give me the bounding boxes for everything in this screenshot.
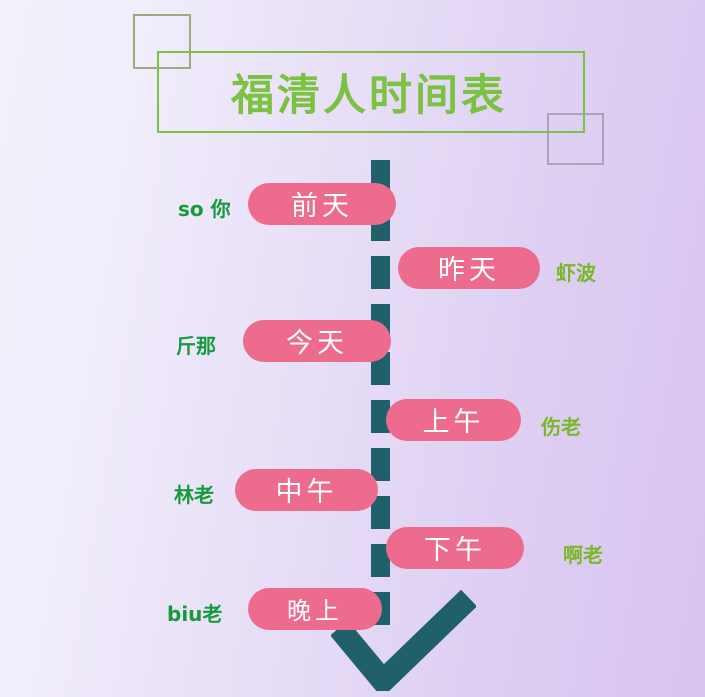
timeline-side-label-left: 林老 bbox=[174, 483, 214, 507]
timeline-check-arrow bbox=[331, 589, 476, 691]
timeline-side-label-right: 伤老 bbox=[541, 415, 581, 439]
timeline-spine bbox=[371, 160, 390, 635]
timeline-side-label-left: biu老 bbox=[167, 602, 223, 626]
timeline-pill[interactable]: 晚上 bbox=[248, 588, 382, 630]
timeline-side-label-right: 啊老 bbox=[563, 543, 603, 567]
timeline-pill[interactable]: 前天 bbox=[248, 183, 396, 225]
decorative-square-top-left bbox=[133, 14, 191, 69]
timeline-pill[interactable]: 昨天 bbox=[398, 247, 540, 289]
timeline-side-label-right: 虾波 bbox=[556, 261, 596, 285]
decorative-square-bottom-right bbox=[547, 113, 604, 165]
timeline-pill[interactable]: 中午 bbox=[235, 469, 378, 511]
timeline-side-label-left: so 你 bbox=[178, 197, 231, 221]
timeline-pill[interactable]: 下午 bbox=[386, 527, 524, 569]
page-title: 福清人时间表 bbox=[231, 71, 507, 121]
timeline-side-label-left: 斤那 bbox=[176, 334, 216, 358]
timeline-pill[interactable]: 今天 bbox=[243, 320, 391, 362]
title-frame-border bbox=[157, 51, 585, 133]
timeline-pill[interactable]: 上午 bbox=[386, 399, 521, 441]
